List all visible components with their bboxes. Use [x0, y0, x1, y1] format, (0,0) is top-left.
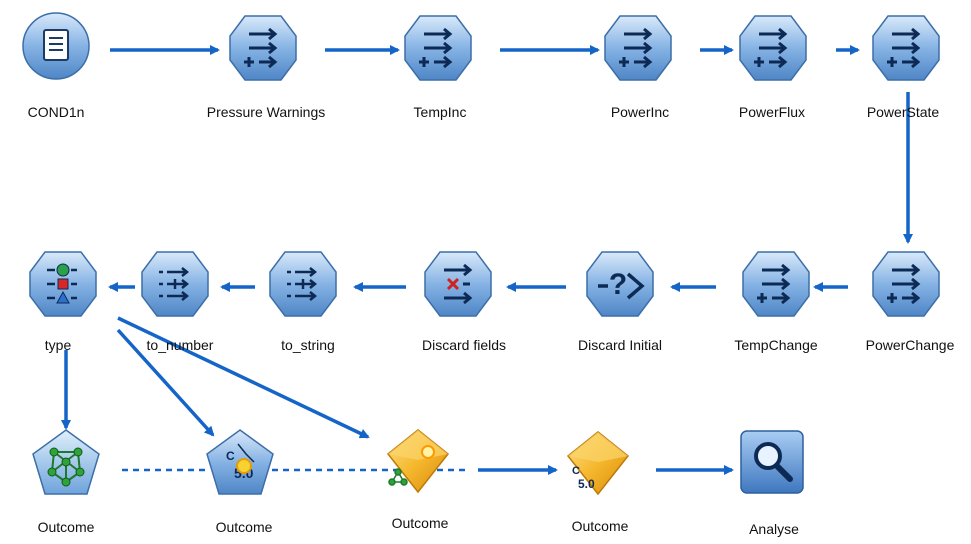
- to-number-node-icon[interactable]: [141, 251, 209, 317]
- node-label: Outcome: [391, 515, 449, 531]
- outcome-c50-nugget-icon[interactable]: C 5.0: [566, 431, 630, 496]
- node-label: PowerInc: [610, 104, 670, 120]
- node-label: type: [44, 337, 72, 353]
- node-tempinc[interactable]: TempInc: [375, 100, 505, 120]
- node-outcome-c50-nugget[interactable]: Outcome: [535, 514, 665, 534]
- node-cond1n[interactable]: COND1n: [0, 100, 121, 120]
- node-label: TempInc: [413, 104, 467, 120]
- powerchange-node-icon[interactable]: [872, 251, 940, 317]
- discard-initial-node-icon[interactable]: ?: [586, 251, 654, 317]
- node-outcome-c50-model[interactable]: Outcome: [179, 515, 309, 535]
- node-label: Outcome: [215, 519, 273, 535]
- tempchange-node-icon[interactable]: [742, 251, 810, 317]
- node-to-number[interactable]: to_number: [115, 333, 245, 353]
- node-label: PowerState: [866, 104, 940, 120]
- powerinc-node-icon[interactable]: [604, 15, 672, 81]
- node-powerchange[interactable]: PowerChange: [845, 333, 971, 353]
- svg-text:C: C: [572, 465, 580, 477]
- node-to-string[interactable]: to_string: [243, 333, 373, 353]
- cond1n-node-icon[interactable]: [22, 12, 90, 80]
- node-label: to_number: [146, 337, 214, 353]
- connections: [61, 45, 913, 475]
- node-label: Analyse: [749, 521, 799, 537]
- node-label: COND1n: [27, 104, 85, 120]
- node-label: Outcome: [571, 518, 629, 534]
- outcome-c50-model-node-icon[interactable]: C 5.0: [206, 429, 274, 495]
- powerflux-node-icon[interactable]: [739, 15, 807, 81]
- connection-type-outcome3[interactable]: [117, 316, 370, 439]
- type-node-icon[interactable]: [29, 251, 97, 317]
- node-analyse[interactable]: Analyse: [709, 517, 839, 537]
- svg-text:C: C: [226, 449, 235, 463]
- node-powerflux[interactable]: PowerFlux: [707, 100, 837, 120]
- node-tempchange[interactable]: TempChange: [711, 333, 841, 353]
- node-label: Pressure Warnings: [206, 104, 326, 120]
- node-label: TempChange: [734, 337, 818, 353]
- svg-text:5.0: 5.0: [578, 477, 595, 491]
- node-powerinc[interactable]: PowerInc: [575, 100, 705, 120]
- node-label: Discard Initial: [577, 337, 663, 353]
- powerstate-node-icon[interactable]: [872, 15, 940, 81]
- outcome-nn-model-node-icon[interactable]: [32, 429, 100, 495]
- node-label: Discard fields: [421, 337, 507, 353]
- node-label: PowerChange: [865, 337, 955, 353]
- node-outcome-ensemble-nugget[interactable]: Outcome: [355, 511, 485, 531]
- discard-fields-node-icon[interactable]: [424, 251, 492, 317]
- connection-type-outcome2[interactable]: [116, 328, 215, 437]
- node-discard-fields[interactable]: Discard fields: [399, 333, 529, 353]
- tempinc-node-icon[interactable]: [404, 15, 472, 81]
- node-type[interactable]: type: [0, 333, 123, 353]
- node-label: Outcome: [37, 519, 95, 535]
- to-string-node-icon[interactable]: [269, 251, 337, 317]
- pressure-warnings-node-icon[interactable]: [229, 15, 297, 81]
- node-outcome-nn-model[interactable]: Outcome: [1, 515, 131, 535]
- analyse-node-icon[interactable]: [740, 430, 804, 494]
- svg-text:?: ?: [609, 268, 627, 301]
- node-discard-initial[interactable]: Discard Initial: [555, 333, 685, 353]
- outcome-ensemble-nugget-icon[interactable]: [386, 429, 450, 494]
- node-label: PowerFlux: [738, 104, 806, 120]
- node-label: to_string: [281, 337, 335, 353]
- node-pressure-warnings[interactable]: Pressure Warnings: [201, 100, 331, 120]
- node-powerstate[interactable]: PowerState: [838, 100, 968, 120]
